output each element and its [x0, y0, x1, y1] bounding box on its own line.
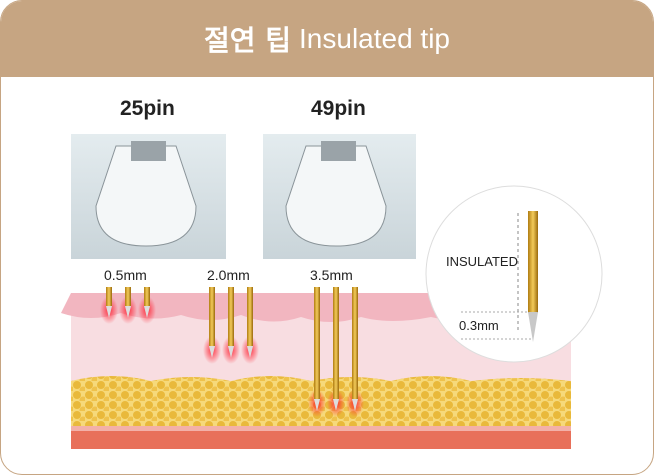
needle-tip [352, 399, 358, 411]
title-english: Insulated tip [299, 23, 451, 54]
needles [100, 287, 364, 417]
needle [247, 287, 253, 346]
magnifier [425, 185, 603, 363]
depth-label: 2.0mm [207, 267, 250, 283]
needle-tip [106, 306, 112, 318]
tip-length-label: 0.3mm [459, 318, 499, 333]
needle-tip [144, 306, 150, 318]
cartridge-49pin-image [263, 134, 416, 259]
insulated-label: INSULATED [446, 254, 518, 269]
depth-label: 0.5mm [104, 267, 147, 283]
header: 절연 팁 Insulated tip [1, 1, 653, 77]
needle [228, 287, 234, 346]
needle-tip [333, 399, 339, 411]
needle [352, 287, 358, 399]
tip-label-49pin: 49pin [311, 97, 366, 120]
needle [333, 287, 339, 399]
needle-tip [125, 306, 131, 318]
needle-tip [247, 346, 253, 358]
needle [209, 287, 215, 346]
needle-tip [209, 346, 215, 358]
tip-label-25pin: 25pin [120, 97, 175, 120]
needle-tip [228, 346, 234, 358]
title-korean: 절연 팁 [203, 24, 292, 57]
depth-label: 3.5mm [310, 267, 353, 283]
needle [144, 287, 150, 306]
needle [314, 287, 320, 399]
needle [106, 287, 112, 306]
needle [125, 287, 131, 306]
cartridge-25pin-image [71, 134, 226, 259]
needle-tip [314, 399, 320, 411]
